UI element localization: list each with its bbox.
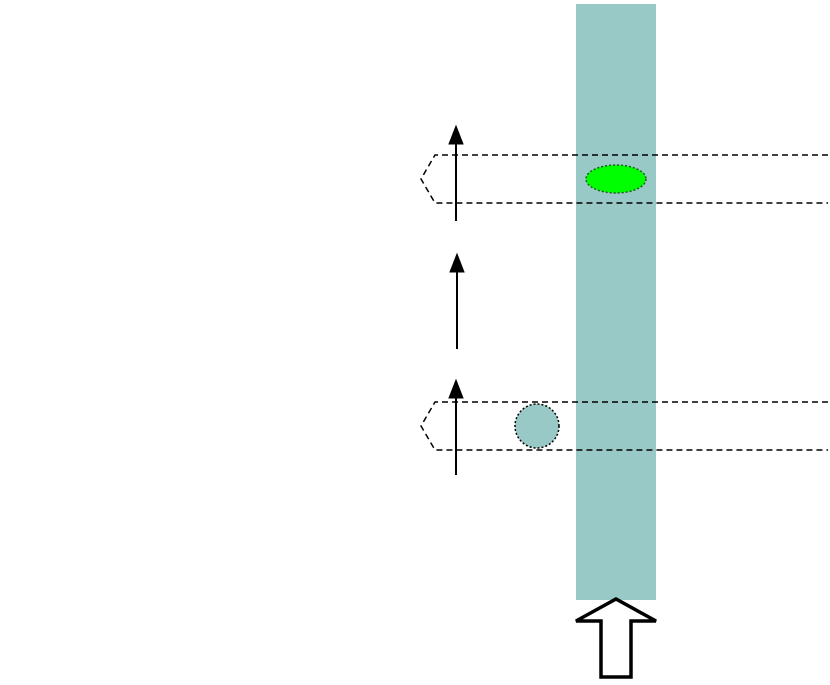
excited-ellipse (585, 164, 647, 194)
input-block-arrow (575, 597, 657, 679)
arrow-lower (448, 378, 464, 475)
lower-dashed-channel (420, 401, 828, 451)
upper-dashed-channel (420, 154, 828, 204)
arrow-middle (449, 252, 465, 349)
arrow-upper (448, 124, 464, 221)
direction-arrows (448, 124, 465, 475)
column-beam (576, 4, 656, 600)
ground-circle (514, 403, 560, 449)
